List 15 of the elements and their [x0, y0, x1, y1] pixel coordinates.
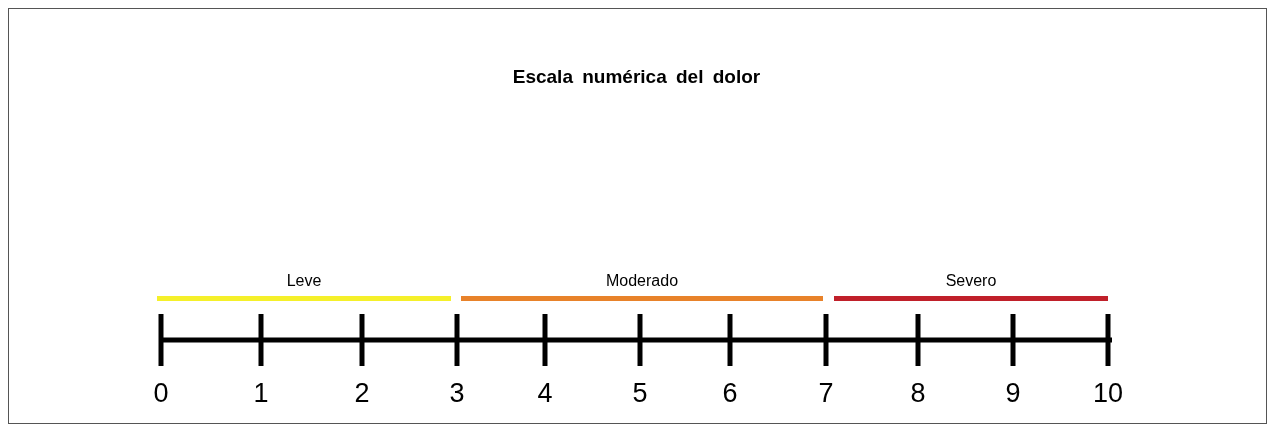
scale-number: 8: [910, 378, 926, 409]
scale-number: 5: [632, 378, 648, 409]
severity-label: Leve: [286, 272, 322, 290]
scale-number: 6: [722, 378, 738, 409]
title: Escala numérica del dolor: [511, 66, 762, 88]
scale-number: 10: [1093, 378, 1123, 409]
scale-number: 3: [449, 378, 465, 409]
scale-number: 0: [153, 378, 169, 409]
scale-number: 4: [537, 378, 553, 409]
scale-number: 2: [354, 378, 370, 409]
scale-number: 1: [253, 378, 269, 409]
scale-number: 7: [818, 378, 834, 409]
severity-label: Severo: [945, 272, 997, 290]
severity-label: Moderado: [606, 272, 678, 290]
scale-number: 9: [1005, 378, 1021, 409]
